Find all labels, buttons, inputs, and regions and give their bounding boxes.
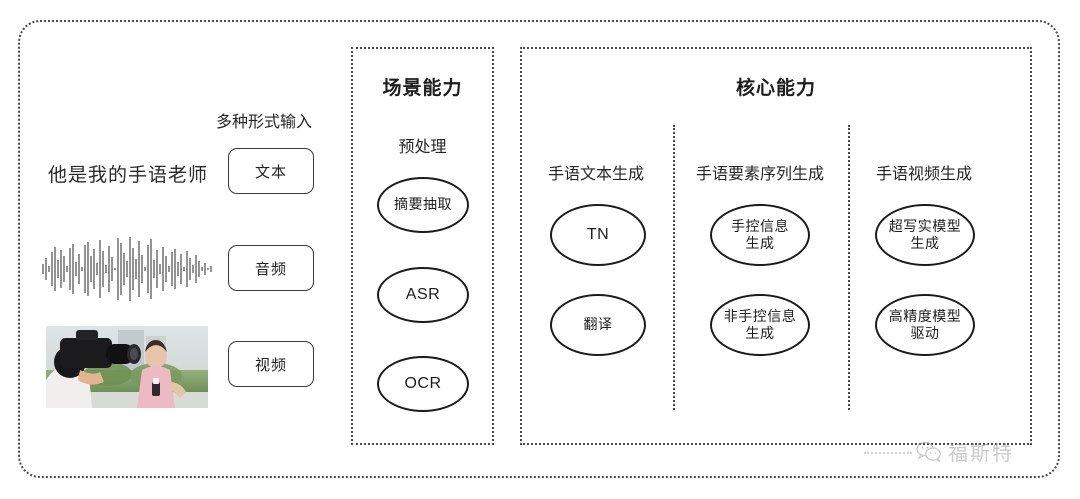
node-high-precision-model-driving[interactable]: 高精度模型 驱动 <box>875 294 975 356</box>
core-column-header-2: 手语要素序列生成 <box>695 166 824 183</box>
modality-box-video[interactable]: 视频 <box>228 341 314 387</box>
scene-capability-title: 场景能力 <box>382 78 463 99</box>
input-section-header: 多种形式输入 <box>216 114 313 131</box>
node-translation[interactable]: 翻译 <box>550 294 646 356</box>
outer-frame <box>18 20 1060 478</box>
watermark: 福斯特 <box>864 437 1014 466</box>
node-nonmanual-feature-generation[interactable]: 非手控信息 生成 <box>710 294 810 356</box>
wechat-icon <box>916 441 941 462</box>
node-ocr[interactable]: OCR <box>377 356 469 412</box>
node-asr[interactable]: ASR <box>377 267 469 323</box>
core-column-divider-1 <box>673 125 675 410</box>
core-column-header-1: 手语文本生成 <box>547 166 644 183</box>
modality-box-text[interactable]: 文本 <box>228 148 314 194</box>
scene-capability-subtitle: 预处理 <box>398 139 447 156</box>
sample-sentence-text: 他是我的手语老师 <box>48 165 209 186</box>
node-tn[interactable]: TN <box>550 204 646 266</box>
core-column-header-3: 手语视频生成 <box>875 166 972 183</box>
modality-box-audio[interactable]: 音频 <box>228 245 314 291</box>
scene-capability-box: 场景能力 预处理 <box>351 47 494 445</box>
video-thumbnail-icon <box>46 326 208 408</box>
node-manual-feature-generation[interactable]: 手控信息 生成 <box>710 204 810 266</box>
watermark-dots <box>864 451 912 454</box>
watermark-text: 福斯特 <box>948 443 1014 465</box>
core-capability-title: 核心能力 <box>735 78 816 99</box>
core-column-divider-2 <box>848 125 850 410</box>
node-summary-extraction[interactable]: 摘要抽取 <box>377 177 469 233</box>
waveform-icon <box>42 237 212 301</box>
core-capability-box: 核心能力 <box>520 47 1032 445</box>
node-hyperrealistic-model-generation[interactable]: 超写实模型 生成 <box>875 204 975 266</box>
